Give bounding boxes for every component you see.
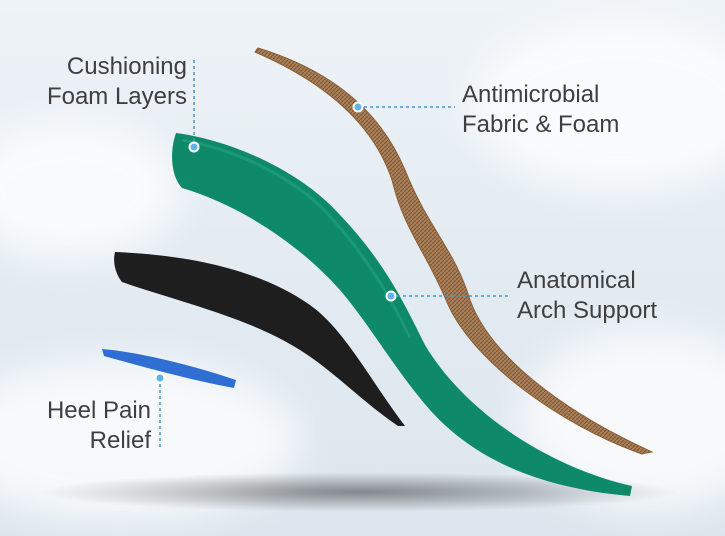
anchor-dot-antimicrobial [352,101,364,113]
antimicrobial-fabric-layer [254,47,654,455]
heel-pain-relief-pad [102,349,236,388]
label-line: Arch Support [517,297,658,324]
label-line: Relief [89,427,151,454]
cushioning-foam-layer [172,133,632,496]
anchor-dot-cushioning [188,141,200,153]
label-anatomical-arch-support: Anatomical Arch Support [517,266,657,326]
label-heel-pain-relief: Heel Pain Relief [47,396,151,456]
label-antimicrobial-fabric-foam: Antimicrobial Fabric & Foam [462,80,619,140]
label-line: Anatomical [517,267,636,294]
anchor-points [154,101,397,384]
cloud [470,20,725,190]
label-line: Heel Pain [46,397,151,424]
label-line: Fabric & Foam [462,111,620,138]
label-line: Cushioning [66,53,187,80]
label-line: Foam Layers [46,83,187,110]
ground-shadow [40,472,680,512]
anchor-dot-arch [385,290,397,302]
cloud [0,120,180,260]
leader-lines [159,60,510,450]
black-foam-layer [114,252,405,426]
label-line: Antimicrobial [462,81,600,108]
anchor-dot-heel [154,372,166,384]
label-cushioning-foam-layers: Cushioning Foam Layers [47,52,187,112]
